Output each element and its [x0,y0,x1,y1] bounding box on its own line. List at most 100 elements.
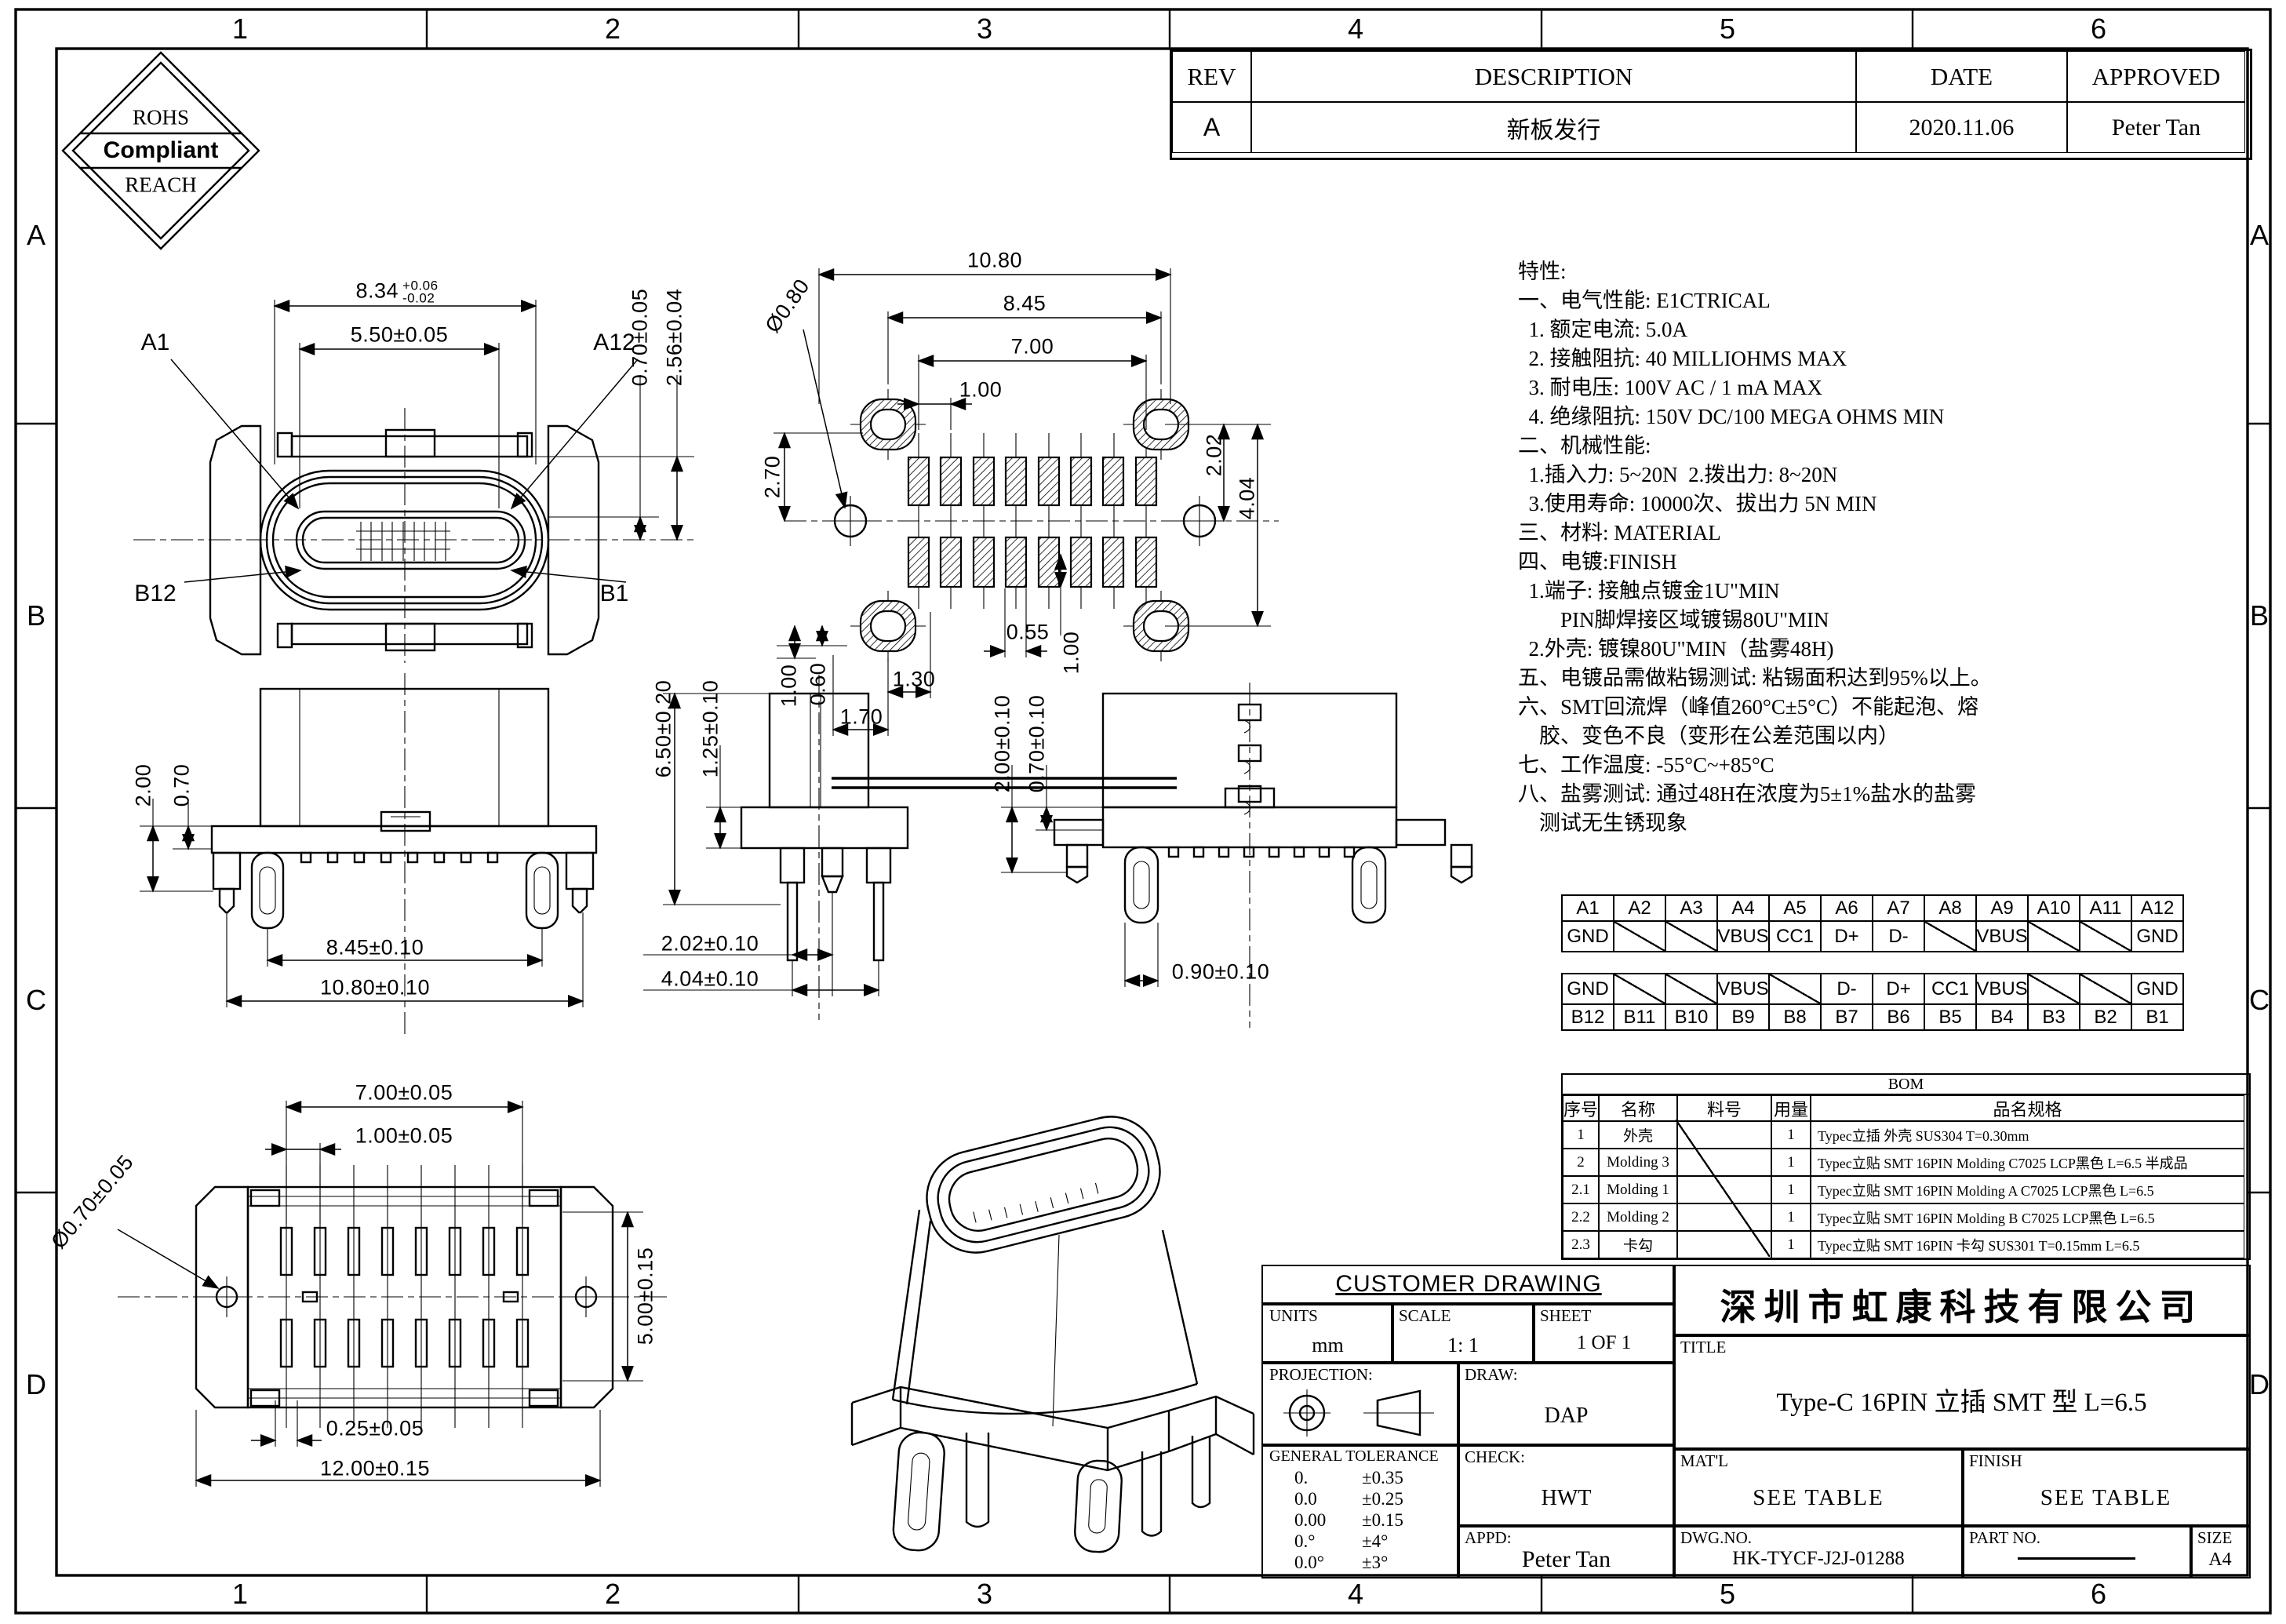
pin-value: D+ [1821,921,1873,952]
zone-col-bottom-5: 5 [1719,1578,1736,1610]
rev-description: 新板发行 [1251,102,1856,153]
pin-label: A8 [1924,895,1976,921]
check-cell: CHECK: HWT [1457,1444,1676,1528]
title-cell: TITLE Type-C 16PIN 立插 SMT 型 L=6.5 [1673,1334,2251,1451]
pin-label: B2 [2080,1004,2131,1030]
rohs-reach-diamond-icon [61,51,260,250]
bom-cell: 2.3 [1563,1231,1599,1258]
zone-col-top-3: 3 [976,13,993,45]
bom-cell: 2.1 [1563,1176,1599,1203]
pin-label: B1 [2131,1004,2183,1030]
check-label: CHECK: [1465,1447,1526,1466]
dim-2.00-rear: 2.00±0.10 [990,694,1014,793]
tolerance-text: 0.0 [1294,1489,1317,1509]
bom-cell: Typec立插 外壳 SUS304 T=0.30mm [1811,1121,2244,1149]
bom-cell: 2 [1563,1149,1599,1176]
bom-cell: Molding 1 [1599,1176,1677,1203]
description-header: DESCRIPTION [1251,51,1856,102]
pin-label: B5 [1924,1004,1976,1030]
zone-col-top-5: 5 [1719,13,1736,45]
zone-row-left-C: C [26,984,46,1016]
dim-0.70: 0.70±0.05 [628,288,652,387]
bom-diagonal-line [1676,1120,1770,1257]
third-angle-projection-icon [1283,1389,1434,1436]
pin-label: A4 [1717,895,1769,921]
scale-label: SCALE [1399,1306,1451,1325]
dim-2.02-side: 2.02±0.10 [661,931,759,956]
pin-label: A3 [1665,895,1717,921]
note-line: 3. 耐电压: 100V AC / 1 mA MAX [1518,376,1823,399]
pin-label: A10 [2028,895,2080,921]
dim-10.80-fl: 10.80±0.10 [320,975,430,1000]
pin-value [1665,974,1717,1004]
dim-8.34-value: 8.34 [355,279,399,303]
dim-1.25: 1.25±0.10 [698,679,723,778]
pin-label: A6 [1821,895,1873,921]
label-A1: A1 [140,330,170,355]
pin-label: B10 [1665,1004,1717,1030]
rear-view [1001,683,1473,1028]
dim-1.70: 1.70 [839,705,883,729]
rev-approved: Peter Tan [2067,102,2245,153]
projection-label: PROJECTION: [1269,1365,1373,1384]
pin-value: CC1 [1924,974,1976,1004]
tolerance-text: ±0.35 [1362,1468,1403,1487]
bom-header-cell: 用量 [1771,1095,1811,1121]
company-name: 深圳市虹康科技有限公司 [1720,1287,2204,1327]
note-line: 六、SMT回流焊（峰值260°C±5°C）不能起泡、熔 [1518,695,1978,719]
bom-cell: 1 [1771,1176,1811,1203]
pin-value: VBUS [1976,921,2028,952]
appd-value: Peter Tan [1521,1546,1611,1572]
date-header: DATE [1856,51,2067,102]
note-line: 2.外壳: 镀镍80U"MIN（盐雾48H) [1518,637,1834,661]
zone-row-right-D: D [2249,1368,2270,1400]
pin-label: A11 [2080,895,2131,921]
zone-row-right-C: C [2249,984,2270,1016]
bom-cell: 2.2 [1563,1203,1599,1231]
tolerance-text: 0.00 [1294,1510,1327,1530]
tolerance-text: ±0.25 [1362,1489,1403,1509]
units-value: mm [1312,1334,1344,1356]
side-view [643,675,909,1020]
note-line: 1.端子: 接触点镀金1U"MIN [1518,579,1780,603]
pin-label: B8 [1769,1004,1821,1030]
pin-value [1924,921,1976,952]
zone-col-top-2: 2 [604,13,621,45]
dwg-no-cell: DWG.NO. HK-TYCF-J2J-01288 [1673,1524,1964,1578]
pin-value: VBUS [1717,921,1769,952]
dim-2.00-fl: 2.00 [131,763,155,807]
pin-value [1769,974,1821,1004]
bom-cell: 1 [1771,1203,1811,1231]
note-line: 3.使用寿命: 10000次、拔出力 5N MIN [1518,492,1877,515]
bom-cell: 卡勾 [1599,1231,1677,1258]
draw-value: DAP [1544,1404,1589,1428]
tolerance-line: 0.0 ±0.25 [1263,1488,1458,1509]
note-line: 4. 绝缘阻抗: 150V DC/100 MEGA OHMS MIN [1518,405,1945,428]
draw-label: DRAW: [1465,1365,1518,1384]
size-value: A4 [2208,1549,2232,1570]
pin-value: CC1 [1769,921,1821,952]
bom-cell: Molding 2 [1599,1203,1677,1231]
note-line: 特性: [1518,260,1567,283]
bom-header-cell: 序号 [1563,1095,1599,1121]
note-line: 五、电镀品需做粘锡测试: 粘锡面积达到95%以上。 [1518,666,1992,690]
zone-col-top-6: 6 [2090,13,2107,45]
bom-cell: Molding 3 [1599,1149,1677,1176]
tolerance-text: ±0.15 [1362,1510,1403,1530]
tolerance-text: 0. [1294,1468,1309,1487]
bom-cell: Typec立贴 SMT 16PIN 卡勾 SUS301 T=0.15mm L=6… [1811,1231,2244,1258]
isometric-view [850,1116,1255,1553]
drawing-title: Type-C 16PIN 立插 SMT 型 L=6.5 [1776,1389,2147,1417]
customer-drawing-header: CUSTOMER DRAWING [1261,1265,1676,1305]
compliant-text: Compliant [103,137,219,163]
dim-0.90: 0.90±0.10 [1171,959,1270,984]
pin-label: A2 [1614,895,1665,921]
